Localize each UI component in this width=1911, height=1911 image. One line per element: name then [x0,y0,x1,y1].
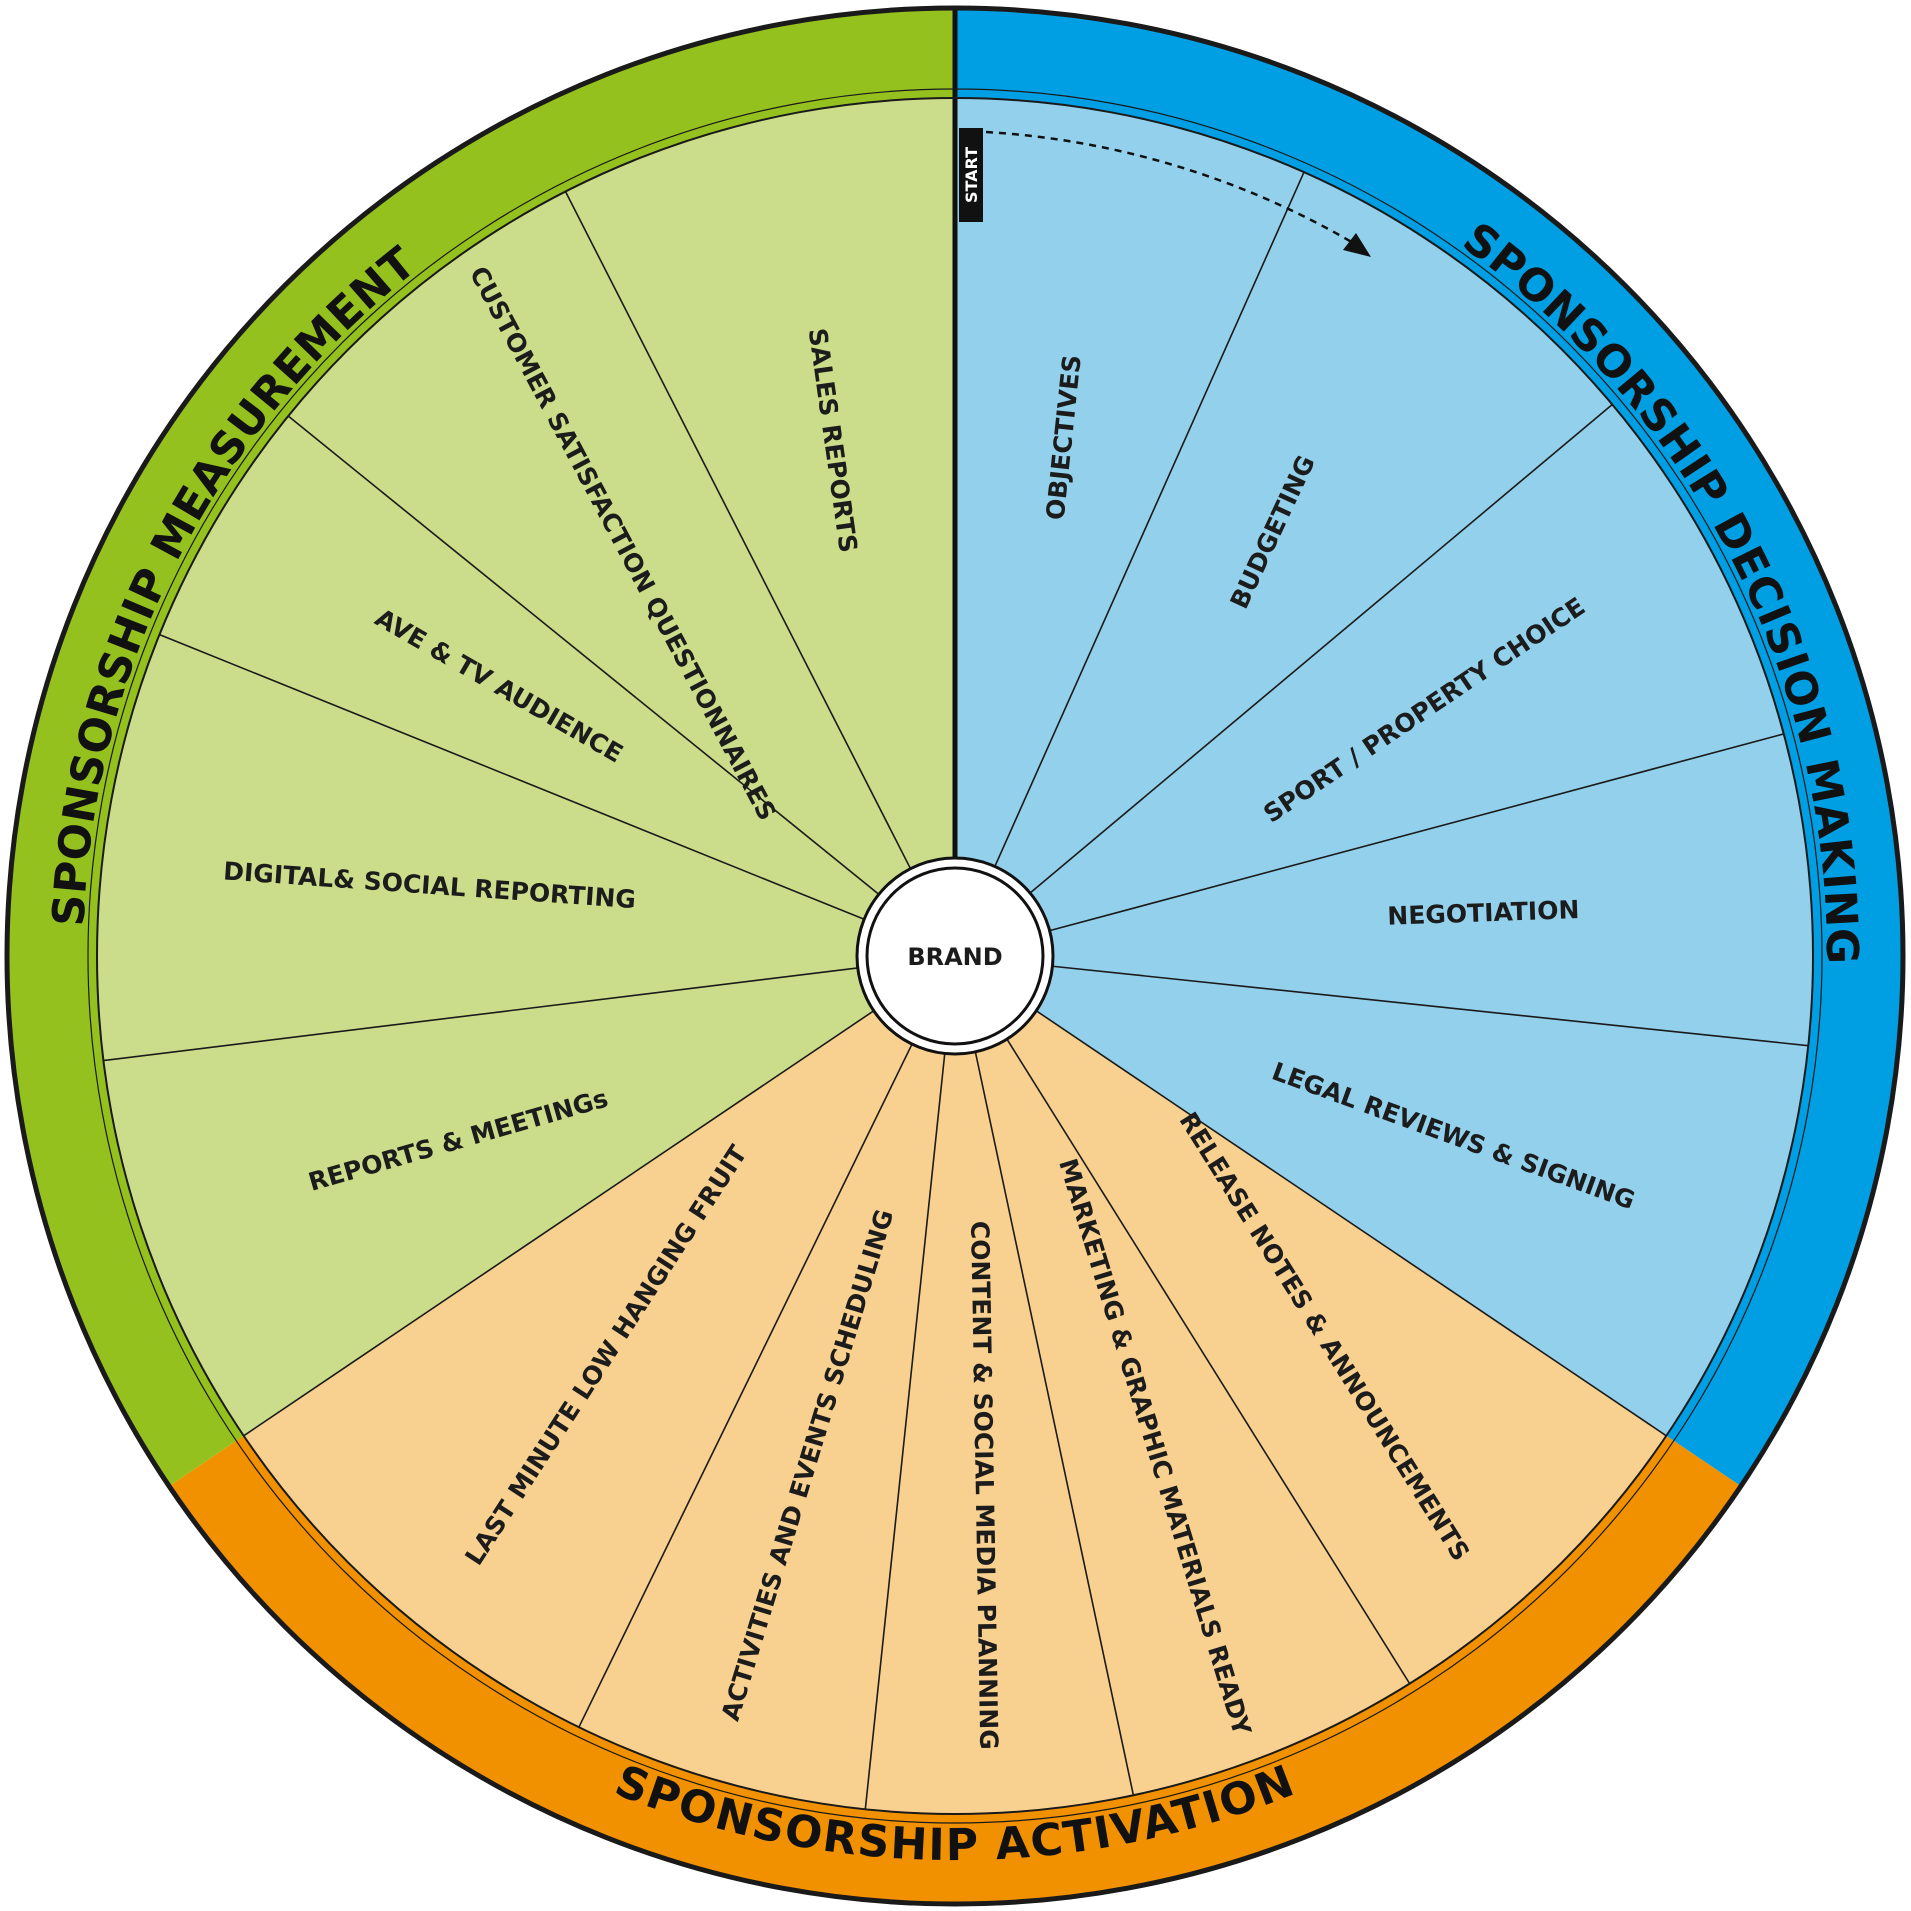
phase-ring-activation [169,1435,1741,1904]
segment-wedge [1036,966,1809,1436]
outer-frame [4,5,1906,1907]
segment-wedge [865,1051,1134,1815]
segment-divider [1049,733,1784,932]
segment-wedge [975,1039,1410,1796]
phase-ring-decision [955,8,1903,1487]
phase-ring-measurement [7,8,955,1487]
segment-wedge [578,1044,945,1810]
segment-wedge [1006,1010,1667,1684]
segment-wedge [1030,404,1784,931]
segment-wedge [565,98,955,869]
start-direction-arrow [985,130,1356,246]
segment-wedge [1049,733,1813,1046]
segment-divider [1006,1038,1411,1685]
segment-wedge [103,967,874,1436]
segment-divider [1029,403,1613,894]
brand-label: BRAND [907,943,1002,971]
segment-dividers [103,171,1809,1810]
brand-hub: BRAND [855,856,1055,1056]
segment-divider [974,1051,1135,1796]
segment-divider [564,191,912,870]
arrowhead-icon [1343,233,1371,257]
segment-divider [159,633,865,921]
segment-wedge [159,416,879,920]
segment-divider [864,1053,946,1810]
start-marker: START [959,128,1371,257]
segment-divider [994,171,1305,867]
wheel-frame [4,5,1906,1907]
segment-wedge [994,172,1613,894]
segment-divider [1035,1010,1667,1437]
inner-ring-border [96,97,1814,1815]
inner-ring-border-thin [87,88,1823,1824]
start-label: START [962,147,981,203]
phase-rings [7,8,1903,1904]
segment-divider [1052,965,1809,1047]
segment-wedge [243,1010,913,1728]
segment-wedges [97,98,1813,1815]
hub-inner-circle [865,866,1045,1046]
segment-wedge [955,98,1304,867]
segment-divider [287,415,880,895]
segment-divider [103,967,858,1062]
start-tag [959,128,983,222]
segment-divider [578,1043,913,1728]
segment-label: NEGOTIATION [1387,895,1580,931]
segment-wedge [97,634,865,1061]
segment-divider [243,1010,875,1437]
segment-wedge [288,191,911,895]
